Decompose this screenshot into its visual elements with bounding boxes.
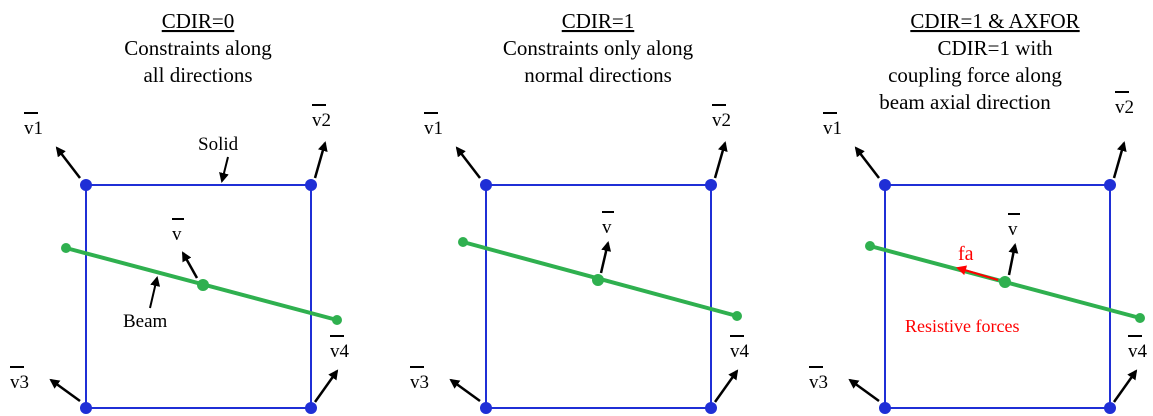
v1-arrow <box>854 146 880 179</box>
solid-label: Solid <box>198 134 239 155</box>
panel-title: CDIR=0 <box>162 9 235 33</box>
v4-label: v4 <box>330 335 350 362</box>
panel-subtitle-line1: CDIR=1 with <box>937 36 1053 60</box>
svg-text:v3: v3 <box>10 372 29 393</box>
resistive-forces-label: Resistive forces <box>905 316 1019 336</box>
panel-subtitle-line1: Constraints only along <box>503 36 694 60</box>
v3-label: v3 <box>809 366 828 393</box>
v-label: v <box>602 211 614 238</box>
svg-text:v: v <box>1008 219 1018 240</box>
panel-subtitle-line2: normal directions <box>524 63 672 87</box>
v3-arrow <box>848 378 880 403</box>
beam-coupling-point <box>592 274 604 286</box>
v2-label: v2 <box>312 104 331 131</box>
svg-text:v4: v4 <box>330 341 350 362</box>
solid-element <box>884 184 1111 409</box>
node-4 <box>305 402 317 414</box>
panel-cdir-0: CDIR=0 Constraints along all directions … <box>10 9 350 414</box>
node-3 <box>879 402 891 414</box>
panel-cdir-1: CDIR=1 Constraints only along normal dir… <box>410 9 750 414</box>
v4-arrow <box>313 369 339 403</box>
v1-label: v1 <box>24 112 43 139</box>
node-2 <box>1104 179 1116 191</box>
node-1 <box>480 179 492 191</box>
v4-arrow <box>713 369 739 403</box>
v2-label: v2 <box>1115 91 1134 118</box>
axial-force-arrow <box>956 265 999 281</box>
panel-title: CDIR=1 <box>562 9 635 33</box>
beam-pointer-arrow <box>149 276 161 309</box>
svg-text:v2: v2 <box>1115 97 1134 118</box>
beam-node-end <box>332 315 342 325</box>
solid-element <box>85 184 312 409</box>
svg-text:v1: v1 <box>424 118 443 139</box>
v2-arrow <box>713 141 728 179</box>
svg-text:v4: v4 <box>1128 341 1148 362</box>
v-arrow <box>181 251 199 279</box>
node-4 <box>705 402 717 414</box>
panel-subtitle-line3: beam axial direction <box>879 90 1051 114</box>
solid-pointer-arrow <box>219 156 229 183</box>
v2-label: v2 <box>712 104 731 131</box>
svg-text:v2: v2 <box>312 110 331 131</box>
v4-arrow <box>1112 369 1138 403</box>
panel-subtitle-line2: coupling force along <box>888 63 1062 87</box>
v2-arrow <box>1112 141 1127 179</box>
force-label: fa <box>958 243 974 265</box>
node-4 <box>1104 402 1116 414</box>
v1-arrow <box>55 146 81 179</box>
panel-cdir-1-axfor: CDIR=1 & AXFOR CDIR=1 with coupling forc… <box>809 9 1148 414</box>
node-3 <box>80 402 92 414</box>
v1-arrow <box>455 146 481 179</box>
panel-title: CDIR=1 & AXFOR <box>910 9 1079 33</box>
v4-label: v4 <box>1128 335 1148 362</box>
v3-label: v3 <box>10 366 29 393</box>
node-2 <box>705 179 717 191</box>
v3-label: v3 <box>410 366 429 393</box>
node-3 <box>480 402 492 414</box>
node-2 <box>305 179 317 191</box>
v1-label: v1 <box>424 112 443 139</box>
solid-element <box>485 184 712 409</box>
svg-text:v: v <box>602 217 612 238</box>
v-arrow <box>599 241 612 274</box>
beam-node-start <box>61 243 71 253</box>
v4-label: v4 <box>730 335 750 362</box>
beam-node-end <box>1135 313 1145 323</box>
beam-coupling-point <box>197 279 209 291</box>
panel-subtitle-line2: all directions <box>143 63 252 87</box>
v3-arrow <box>49 378 81 403</box>
beam-node-start <box>458 237 468 247</box>
svg-text:v2: v2 <box>712 110 731 131</box>
v2-arrow <box>313 141 328 179</box>
svg-text:fa: fa <box>958 243 974 265</box>
node-1 <box>80 179 92 191</box>
svg-text:v4: v4 <box>730 341 750 362</box>
svg-text:v: v <box>172 224 182 245</box>
svg-text:v3: v3 <box>410 372 429 393</box>
svg-text:v3: v3 <box>809 372 828 393</box>
v-label: v <box>172 218 184 245</box>
beam-node-start <box>865 241 875 251</box>
svg-text:v1: v1 <box>823 118 842 139</box>
beam-node-end <box>732 311 742 321</box>
v-arrow <box>1007 243 1019 276</box>
panel-subtitle-line1: Constraints along <box>124 36 272 60</box>
beam-coupling-point <box>999 276 1011 288</box>
svg-text:v1: v1 <box>24 118 43 139</box>
beam-label: Beam <box>123 311 168 332</box>
v1-label: v1 <box>823 112 842 139</box>
node-1 <box>879 179 891 191</box>
v3-arrow <box>449 378 481 403</box>
v-label: v <box>1008 213 1020 240</box>
